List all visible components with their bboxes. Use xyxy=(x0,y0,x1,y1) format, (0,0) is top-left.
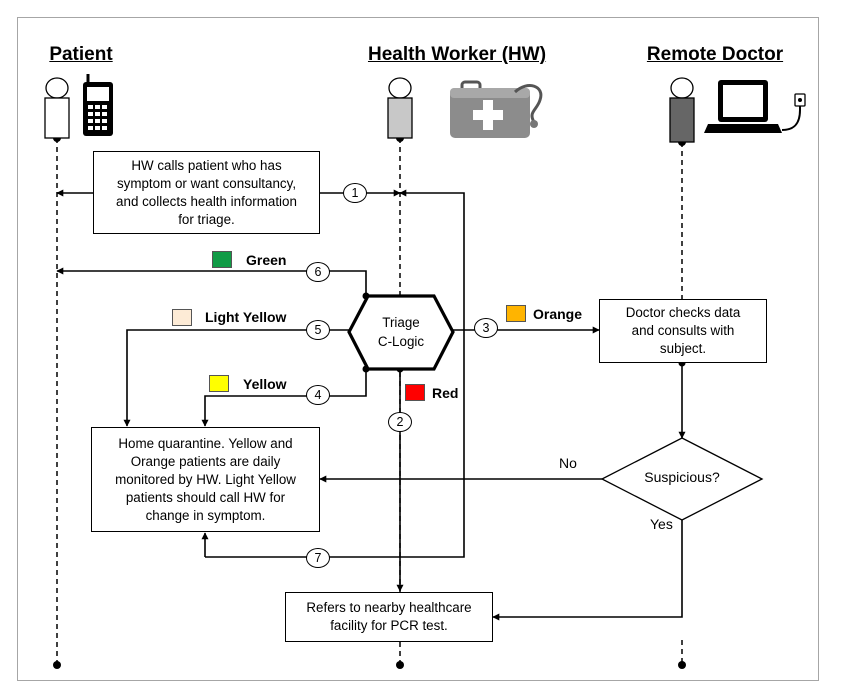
medical-kit-icon xyxy=(450,80,543,138)
triage-line-2: C-Logic xyxy=(377,334,425,349)
decision-yes-label: Yes xyxy=(650,516,673,532)
patient-figure xyxy=(44,77,70,139)
home-quarantine-line-5: change in symptom. xyxy=(145,507,266,523)
step-6-badge: 6 xyxy=(306,262,330,282)
home-quarantine-box: Home quarantine. Yellow and Orange patie… xyxy=(91,427,320,532)
mobile-phone-icon xyxy=(83,74,113,136)
doctor-checks-line-3: subject. xyxy=(659,341,707,356)
refers-line-1: Refers to nearby healthcare xyxy=(306,600,472,615)
decision-yes-arrow xyxy=(492,520,683,621)
red-swatch xyxy=(405,384,425,401)
doctor-checks-box: Doctor checks data and consults with sub… xyxy=(599,299,767,363)
refers-box: Refers to nearby healthcare facility for… xyxy=(285,592,493,642)
hw-calls-line-4: for triage. xyxy=(178,211,235,227)
hw-calls-line-3: and collects health information xyxy=(116,193,297,209)
decision-diamond xyxy=(600,437,764,521)
step-2-badge: 2 xyxy=(388,412,412,432)
refers-line-2: facility for PCR test. xyxy=(330,618,448,633)
green-label: Green xyxy=(246,252,287,268)
step4-yellow-arrow xyxy=(201,369,367,427)
light-yellow-label: Light Yellow xyxy=(205,309,287,325)
step6-green-arrow xyxy=(56,267,367,296)
home-quarantine-line-3: monitored by HW. Light Yellow xyxy=(115,471,296,487)
orange-swatch xyxy=(506,305,526,322)
triage-hexagon xyxy=(347,294,455,371)
patient-lane-header: Patient xyxy=(49,44,113,65)
step-5-badge: 5 xyxy=(306,320,330,340)
hw-calls-line-1: HW calls patient who has xyxy=(131,157,282,173)
yellow-label: Yellow xyxy=(243,376,287,392)
step-4-badge: 4 xyxy=(306,385,330,405)
decision-no-label: No xyxy=(559,455,577,471)
triage-label: Triage C-Logic xyxy=(378,313,424,351)
green-swatch xyxy=(212,251,232,268)
hw-calls-box: HW calls patient who has symptom or want… xyxy=(93,151,320,234)
hw-calls-line-2: symptom or want consultancy, xyxy=(116,175,297,191)
doctor-checks-line-2: and consults with xyxy=(631,323,735,338)
triage-line-1: Triage xyxy=(382,315,420,330)
doctor-figure xyxy=(669,77,695,143)
diagram-frame xyxy=(17,17,819,681)
decision-question: Suspicious? xyxy=(644,469,720,485)
yellow-swatch xyxy=(209,375,229,392)
home-quarantine-line-2: Orange patients are daily xyxy=(130,453,281,469)
health-worker-figure xyxy=(387,77,413,139)
connectors xyxy=(56,189,686,621)
return-loop-arrow xyxy=(205,189,465,558)
home-quarantine-line-1: Home quarantine. Yellow and xyxy=(118,435,293,451)
step-3-badge: 3 xyxy=(474,318,498,338)
step5-lightyellow-arrow xyxy=(123,329,349,427)
red-label: Red xyxy=(432,385,459,401)
home-quarantine-line-4: patients should call HW for xyxy=(125,489,286,505)
orange-label: Orange xyxy=(533,306,583,322)
remote-doctor-lane-header: Remote Doctor xyxy=(646,44,784,65)
light-yellow-swatch xyxy=(172,309,192,326)
doctor-checks-line-1: Doctor checks data xyxy=(625,305,741,320)
step-1-badge: 1 xyxy=(343,183,367,203)
health-worker-lane-header: Health Worker (HW) xyxy=(367,44,547,65)
laptop-icon xyxy=(704,80,806,133)
step-7-badge: 7 xyxy=(306,548,330,568)
